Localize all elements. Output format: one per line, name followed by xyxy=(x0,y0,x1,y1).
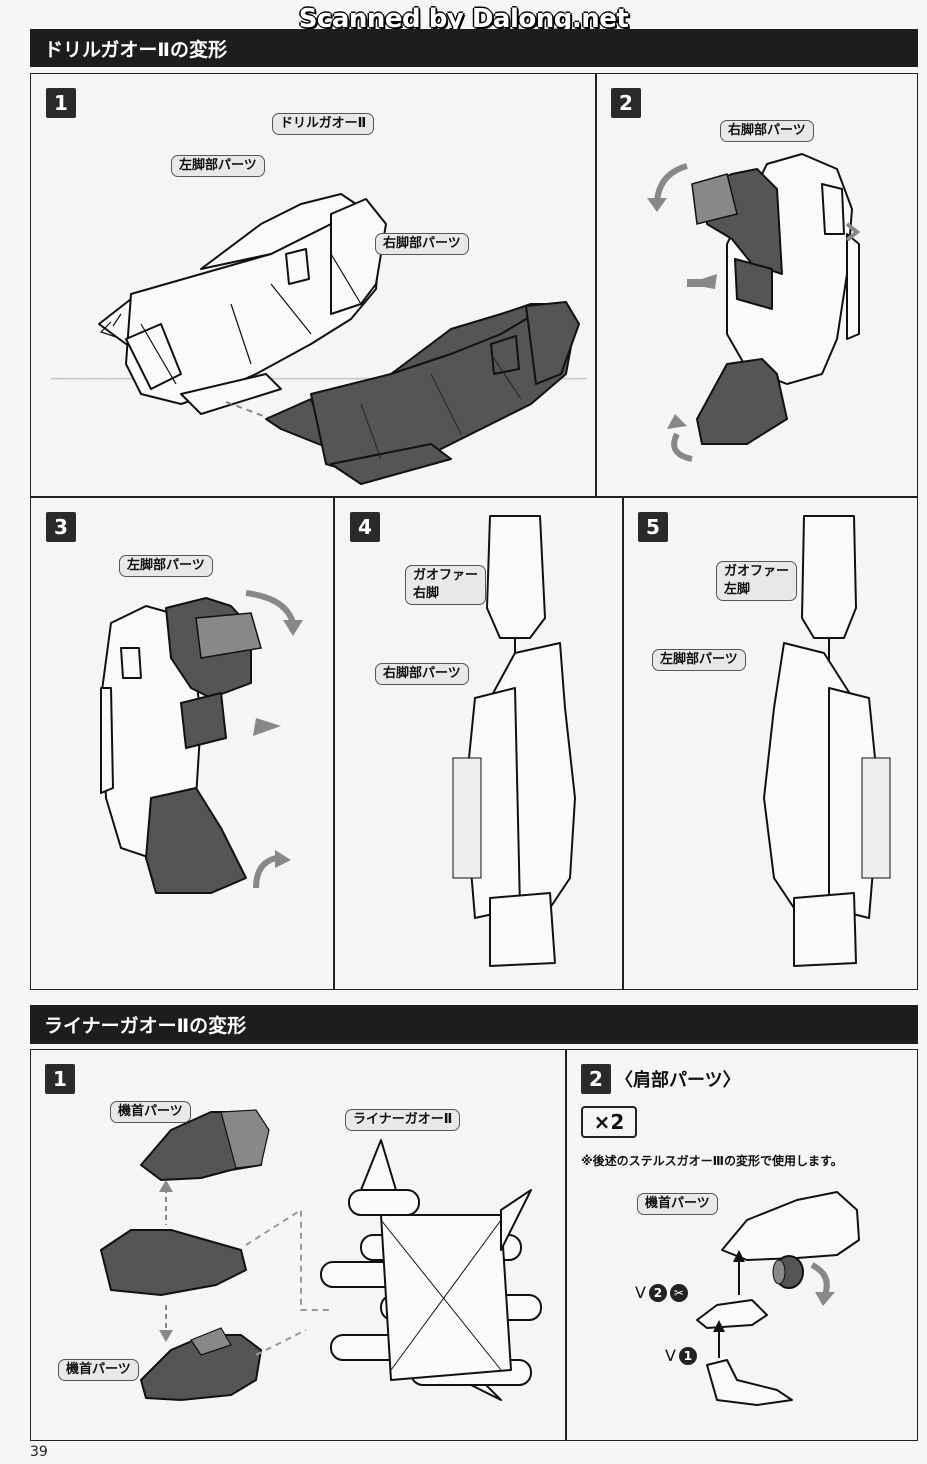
v2-part-label: V 2 ✂ xyxy=(635,1283,688,1302)
step-number: 5 xyxy=(638,512,668,542)
step-2-panel: 2 右脚部パーツ xyxy=(596,73,918,497)
step-number: 1 xyxy=(45,1064,75,1094)
callout-left-leg: 左脚部パーツ xyxy=(652,649,746,671)
callout-left-leg: 左脚部パーツ xyxy=(119,555,213,577)
step-3-panel: 3 左脚部パーツ xyxy=(30,497,334,990)
callout-liner-gao: ライナーガオーⅡ xyxy=(345,1109,461,1131)
step-1-panel: 1 ━━━━━━━━━━━━━━━━━━━━━━━━━━━━━━━━━━━━━━… xyxy=(30,73,596,497)
step-3-illustration xyxy=(100,590,303,894)
v1-part-label: V 1 xyxy=(665,1346,697,1365)
liner-step-1-illustration xyxy=(100,1109,542,1401)
section-title-drill-gao: ドリルガオーⅡの変形 xyxy=(30,29,918,67)
callout-gaofar-left-leg: ガオファー 左脚 xyxy=(716,561,798,601)
callout-gaofar-right-leg: ガオファー 右脚 xyxy=(405,565,487,605)
step-number: 2 xyxy=(611,88,641,118)
section-title-liner-gao: ライナーガオーⅡの変形 xyxy=(30,1005,918,1044)
callout-drill-gao: ドリルガオーⅡ xyxy=(272,113,375,135)
step-4-panel: 4 ガオファー 右脚 右脚部パーツ xyxy=(334,497,623,990)
v1-number-badge: 1 xyxy=(678,1346,697,1365)
shoulder-part-illustration xyxy=(696,1191,860,1406)
step-4-illustration xyxy=(452,515,576,967)
callout-nose-part: 機首パーツ xyxy=(637,1193,718,1215)
liner-step-1-panel: 1 xyxy=(30,1049,566,1441)
step-number: 3 xyxy=(46,512,76,542)
callout-nose-part-bottom: 機首パーツ xyxy=(58,1359,139,1381)
step-5-panel: 5 ガオファー 左脚 左脚部パーツ xyxy=(623,497,918,990)
page-number: 39 xyxy=(30,1444,48,1460)
callout-nose-part-top: 機首パーツ xyxy=(110,1101,191,1123)
quantity-badge: ×2 xyxy=(581,1106,637,1138)
shoulder-part-heading: 〈肩部パーツ〉 xyxy=(615,1070,741,1091)
drill-gao-illustration xyxy=(98,193,580,485)
liner-step-2-panel: 2 〈肩部パーツ〉 ×2 ※後述のステルスガオーⅢの変形で使用します。 機首パー… xyxy=(566,1049,918,1441)
v2-number-badge: 2 xyxy=(648,1283,667,1302)
callout-right-leg: 右脚部パーツ xyxy=(375,663,469,685)
cut-icon: ✂ xyxy=(669,1283,688,1302)
step-number: 4 xyxy=(350,512,380,542)
step-number: 2 xyxy=(581,1064,611,1094)
step-2-illustration xyxy=(647,153,861,462)
step-5-illustration xyxy=(763,515,891,967)
callout-right-leg: 右脚部パーツ xyxy=(375,233,469,255)
step-number: 1 xyxy=(46,88,76,118)
callout-left-leg: 左脚部パーツ xyxy=(171,155,265,177)
step-2-header: 2 〈肩部パーツ〉 xyxy=(581,1064,741,1094)
callout-right-leg: 右脚部パーツ xyxy=(720,120,814,142)
usage-note: ※後述のステルスガオーⅢの変形で使用します。 xyxy=(581,1154,843,1168)
